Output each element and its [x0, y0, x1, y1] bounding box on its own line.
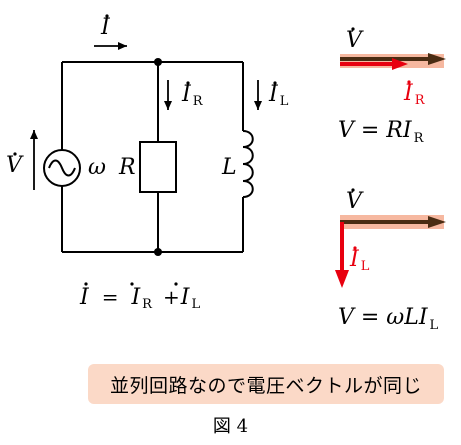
- ac-source-symbol: [43, 149, 81, 187]
- equation-lhs: I: [79, 285, 90, 310]
- source-voltage-label: V: [6, 153, 24, 178]
- dot-accent: [186, 81, 190, 85]
- resistor-current-symbol: I: [181, 82, 192, 107]
- phasor-l-voltage-label: V: [346, 189, 364, 214]
- inductor-label: L: [221, 155, 237, 180]
- voltage-phasor-head: [428, 216, 446, 228]
- phasor-r-current-sub: R: [415, 93, 426, 108]
- junction-dot-bottom: [154, 248, 162, 256]
- resistor-label: R: [118, 155, 136, 180]
- phasor-r-voltage-label: V: [346, 28, 364, 53]
- dot-accents: [13, 14, 277, 286]
- dot-accent: [351, 27, 355, 31]
- omega-label: ω: [88, 155, 106, 180]
- dot-accent: [407, 80, 411, 84]
- current-phasor-head: [335, 270, 349, 288]
- ac-source-wave: [48, 159, 76, 177]
- phasor-l-equation-sub: L: [430, 318, 439, 333]
- inductor-current-symbol: I: [268, 82, 279, 107]
- phasor-r-equation-sub: R: [414, 131, 425, 146]
- equation-term2: I: [180, 285, 191, 310]
- phasor-l-equation-main: V = ωLI: [338, 305, 429, 330]
- junction-dot-top: [154, 58, 162, 66]
- dot-accent: [174, 282, 178, 286]
- equation-term1-sub: R: [142, 297, 153, 312]
- dot-accent: [13, 152, 17, 156]
- phasor-r-equation-main: V = RI: [338, 118, 413, 143]
- current-phasor-head: [392, 58, 408, 70]
- dot-accent: [273, 81, 277, 85]
- dot-accent: [353, 246, 357, 250]
- total-current-label: I: [100, 15, 111, 40]
- circuit-diagram: [30, 42, 262, 253]
- phasor-l-current-symbol: I: [349, 247, 360, 272]
- dot-accent: [351, 188, 355, 192]
- note-text: 並列回路なので電圧ベクトルが同じ: [109, 374, 422, 397]
- equation-term2-sub: L: [191, 297, 200, 312]
- equation-plus: +: [163, 285, 180, 309]
- voltage-phasor-head: [428, 53, 446, 65]
- resistor-symbol: [139, 141, 177, 193]
- note-callout: 並列回路なので電圧ベクトルが同じ: [88, 364, 444, 404]
- figure-caption: 図 4: [212, 416, 249, 437]
- dot-accent: [84, 282, 88, 286]
- inductor-symbol: [242, 130, 254, 198]
- phasor-l-current-sub: L: [361, 259, 370, 274]
- equation-term1: I: [130, 285, 141, 310]
- dot-accent: [105, 14, 109, 18]
- equation-equals: =: [102, 285, 119, 309]
- phasor-r-current-symbol: I: [403, 81, 414, 106]
- resistor-current-sub: R: [193, 94, 204, 109]
- inductor-current-sub: L: [280, 94, 289, 109]
- dot-accent: [130, 282, 134, 286]
